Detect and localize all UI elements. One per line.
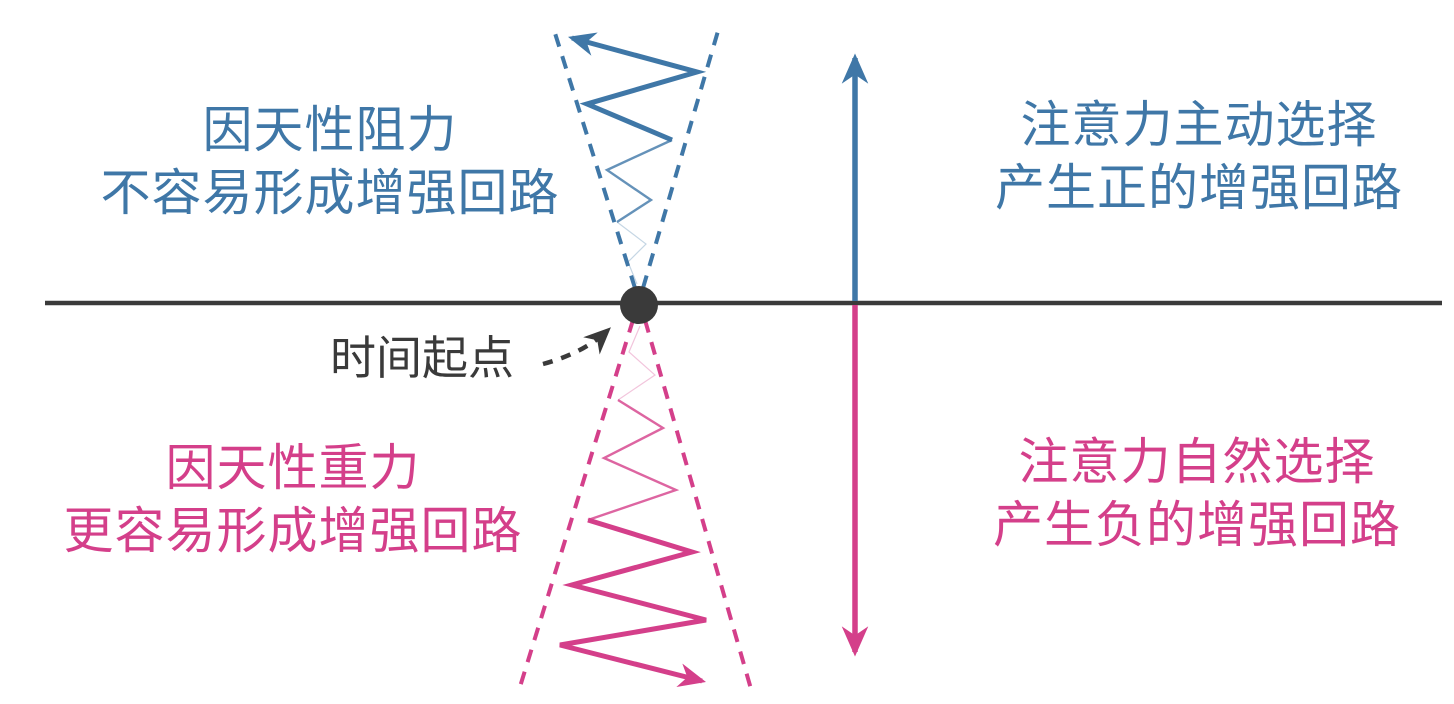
- quadrant-label-top-right: 注意力主动选择 产生正的增强回路: [995, 94, 1403, 220]
- quadrant-top-right-line1: 注意力主动选择: [1020, 97, 1378, 153]
- quadrant-bottom-left-line2: 更容易形成增强回路: [63, 503, 523, 559]
- bottom-zigzag-mid: [587, 398, 680, 522]
- quadrant-top-right-line2: 产生正的增强回路: [995, 160, 1403, 216]
- quadrant-top-left-line1: 因天性阻力: [202, 102, 458, 158]
- top-zigzag-mid: [604, 138, 673, 224]
- quadrant-bottom-left-line1: 因天性重力: [165, 440, 421, 496]
- time-origin-dot: [620, 286, 658, 324]
- bottom-zigzag-arrow: [559, 517, 707, 687]
- quadrant-label-top-left: 因天性阻力 不容易形成增强回路: [101, 99, 560, 225]
- top-cone-left-dashed-line: [552, 29, 637, 289]
- time-origin-label: 时间起点: [330, 332, 514, 384]
- bottom-cone-right-dashed-line: [643, 319, 753, 690]
- bottom-zigzag-faint: [617, 325, 656, 401]
- top-zigzag-faint: [616, 221, 647, 285]
- quadrant-label-bottom-right: 注意力自然选择 产生负的增强回路: [993, 431, 1401, 557]
- top-zigzag-arrow: [568, 32, 707, 143]
- quadrant-label-bottom-left: 因天性重力 更容易形成增强回路: [64, 437, 523, 563]
- quadrant-bottom-right-line2: 产生负的增强回路: [993, 497, 1401, 553]
- quadrant-top-left-line2: 不容易形成增强回路: [100, 165, 560, 221]
- quadrant-bottom-right-line1: 注意力自然选择: [1018, 434, 1376, 490]
- origin-pointer-arrow: [542, 327, 611, 367]
- bottom-cone-left-dashed-line: [517, 319, 635, 691]
